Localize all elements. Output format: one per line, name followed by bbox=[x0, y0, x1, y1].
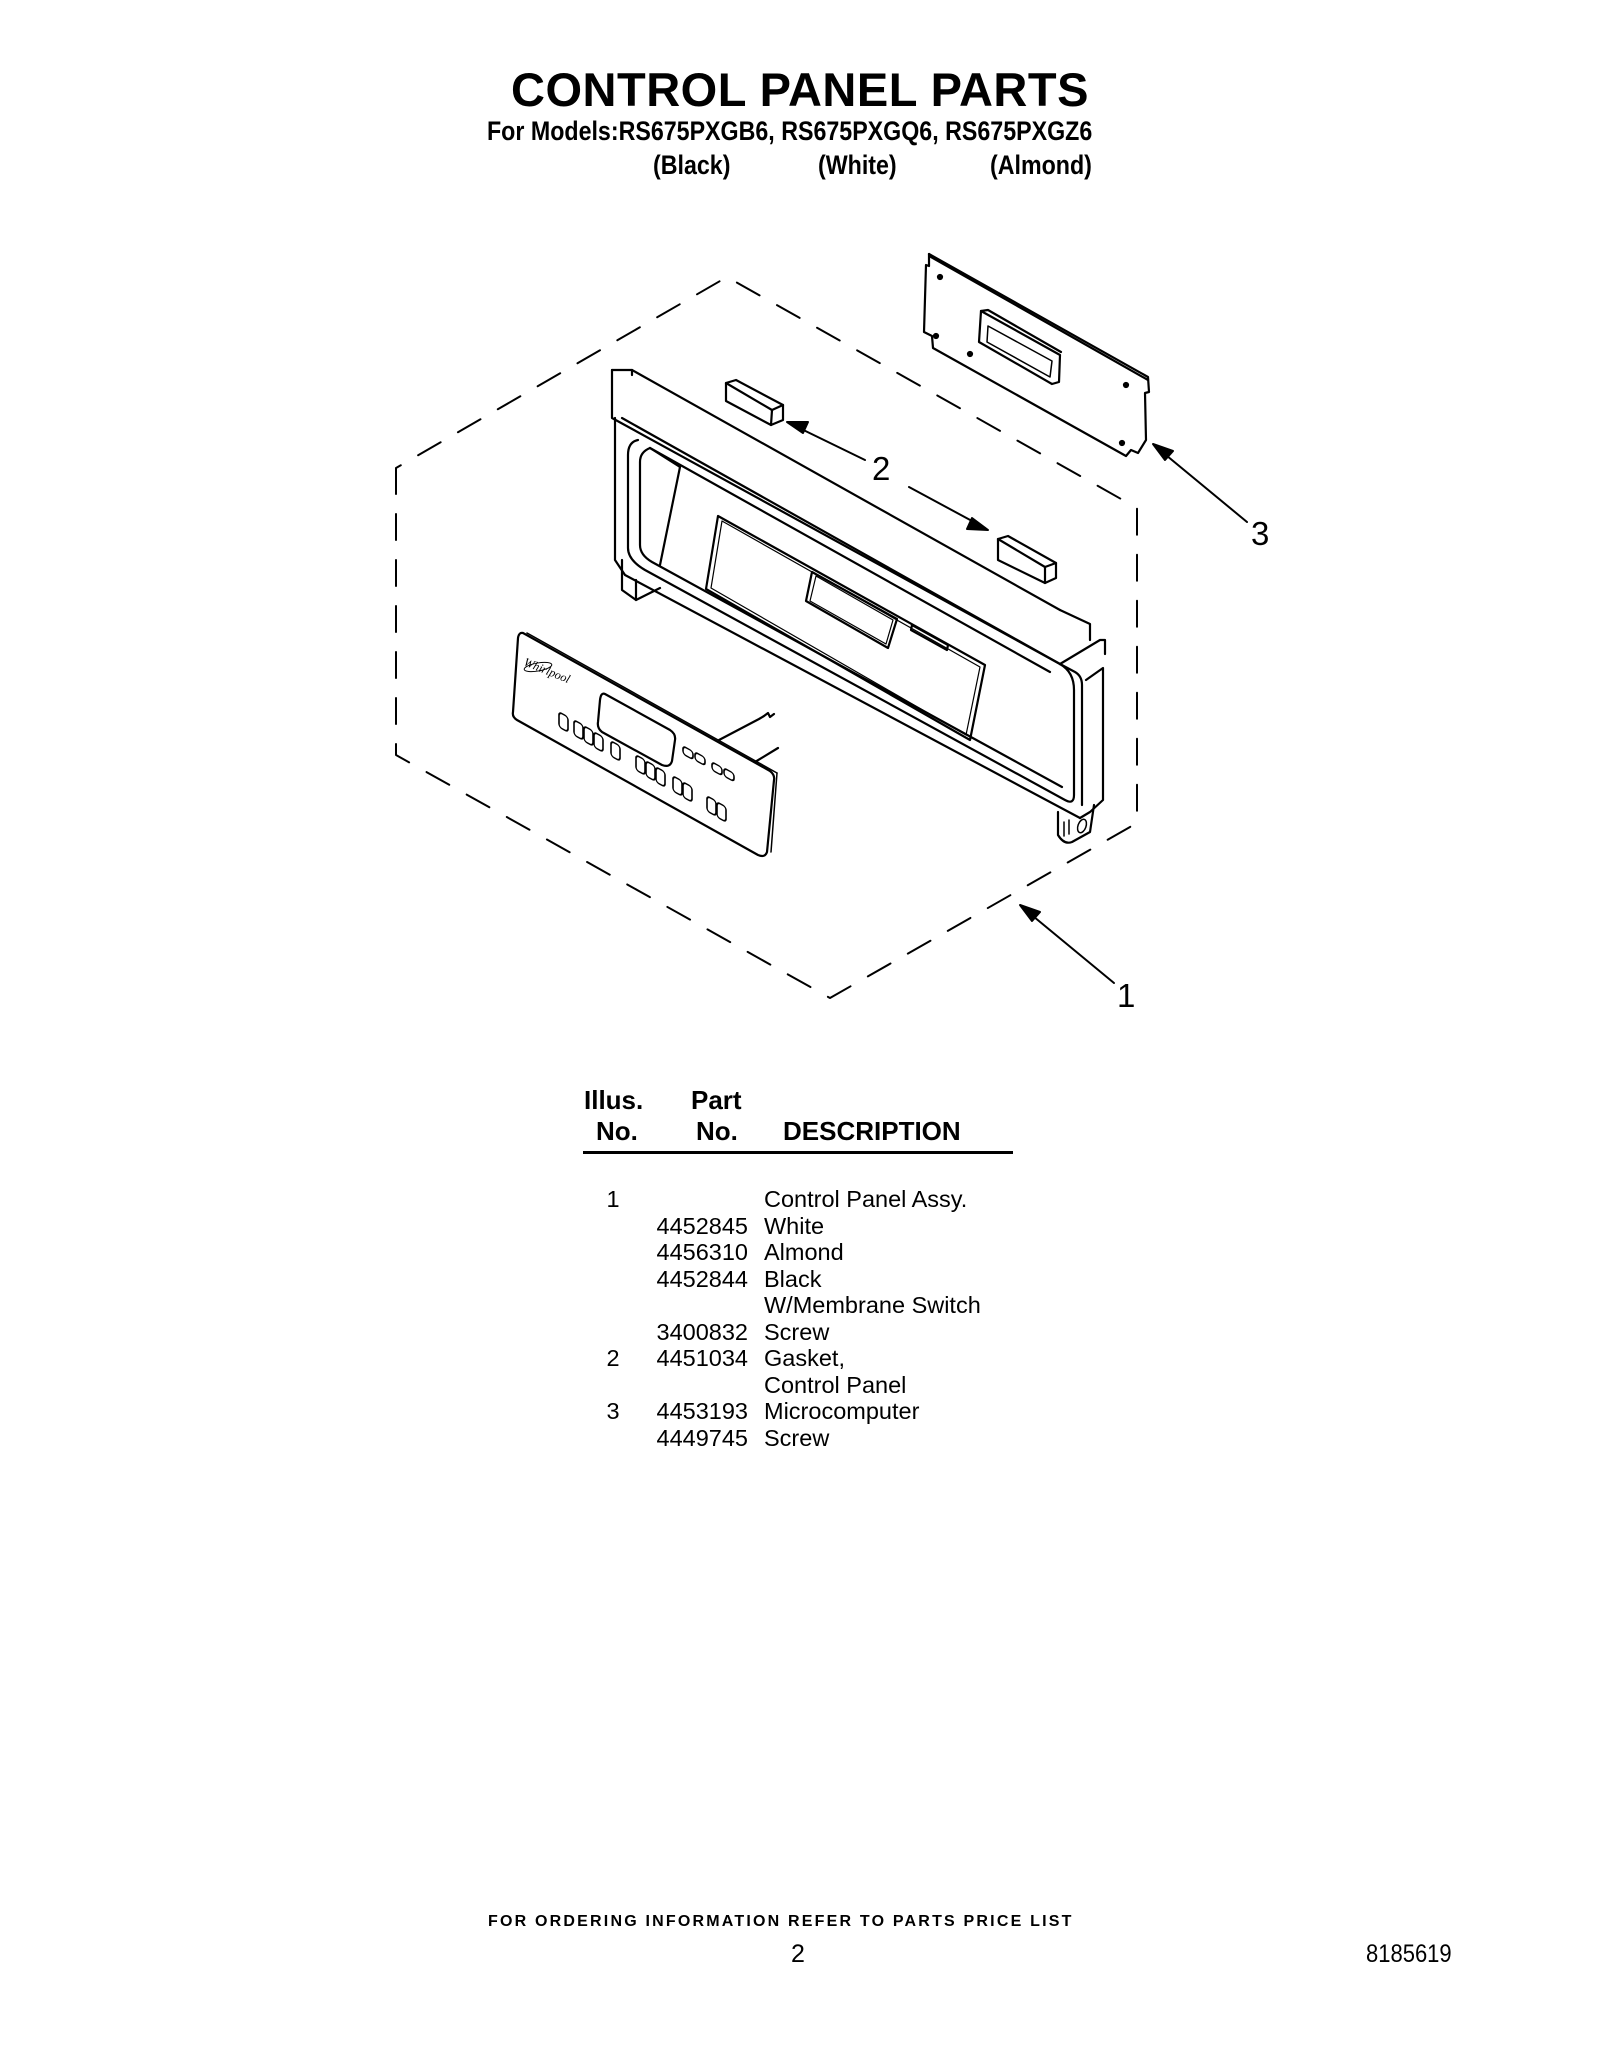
callout-1: 1 bbox=[1117, 977, 1136, 1014]
assembly-boundary-dashed bbox=[395, 276, 1138, 999]
brand-logo: Whirlpool bbox=[522, 655, 573, 686]
header-illus-line2: No. bbox=[596, 1116, 638, 1146]
description: Control Panel bbox=[764, 1371, 907, 1398]
gasket-top-left bbox=[724, 378, 785, 427]
description: Microcomputer bbox=[764, 1398, 920, 1424]
model-color-almond: (Almond) bbox=[990, 150, 1092, 180]
description: Almond bbox=[764, 1239, 844, 1265]
header-description: DESCRIPTION bbox=[783, 1116, 961, 1146]
header-part-line1: Part bbox=[691, 1085, 742, 1115]
illus-no: 3 bbox=[606, 1398, 620, 1424]
leader-lines bbox=[786, 421, 1248, 984]
part-no: 4449745 bbox=[656, 1424, 749, 1451]
exploded-view-diagram: Whirlpool bbox=[395, 252, 1248, 999]
header-illus-line1: Illus. bbox=[584, 1085, 644, 1115]
callout-2: 2 bbox=[872, 450, 891, 487]
description: Screw bbox=[764, 1318, 830, 1345]
control-panel-frame bbox=[610, 368, 1107, 844]
header-part-line2: No. bbox=[696, 1116, 738, 1146]
page-number: 2 bbox=[791, 1940, 805, 1968]
illus-no: 2 bbox=[606, 1345, 620, 1371]
model-color-white: (White) bbox=[818, 150, 897, 180]
document-number: 8185619 bbox=[1366, 1940, 1452, 1968]
part-no: 4451034 bbox=[656, 1345, 749, 1371]
gasket-right bbox=[996, 534, 1058, 585]
description: Gasket, bbox=[764, 1345, 845, 1371]
part-no: 4453193 bbox=[656, 1398, 749, 1424]
description: Control Panel Assy. bbox=[764, 1186, 968, 1212]
membrane-switch-touchpad: Whirlpool bbox=[511, 631, 780, 858]
description: White bbox=[764, 1212, 825, 1239]
microcomputer-board bbox=[922, 252, 1151, 458]
part-no: 4456310 bbox=[656, 1239, 749, 1265]
header-rule bbox=[583, 1151, 1013, 1154]
part-no: 3400832 bbox=[656, 1318, 749, 1345]
callout-3: 3 bbox=[1251, 515, 1270, 552]
illus-no: 1 bbox=[606, 1186, 620, 1212]
models-line: For Models:RS675PXGB6, RS675PXGQ6, RS675… bbox=[487, 116, 1093, 146]
description: W/Membrane Switch bbox=[764, 1292, 981, 1318]
part-no: 4452845 bbox=[656, 1212, 749, 1239]
description: Screw bbox=[764, 1424, 830, 1451]
description: Black bbox=[764, 1265, 822, 1292]
page-title: CONTROL PANEL PARTS bbox=[511, 63, 1089, 116]
part-no: 4452844 bbox=[656, 1265, 749, 1292]
model-color-black: (Black) bbox=[653, 150, 731, 180]
ordering-info-note: FOR ORDERING INFORMATION REFER TO PARTS … bbox=[488, 1913, 1074, 1930]
